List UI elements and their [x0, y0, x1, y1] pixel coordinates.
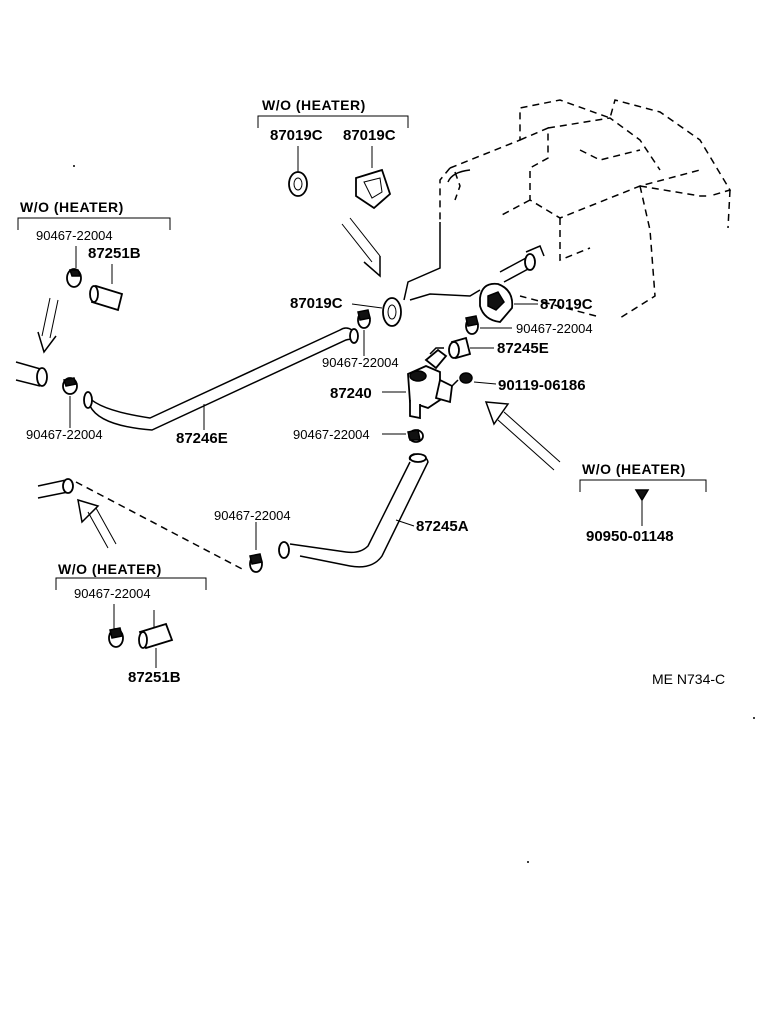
part-label-90467-5: 90467-22004 — [293, 427, 370, 442]
part-label-90467-3: 90467-22004 — [322, 355, 399, 370]
part-label-90119: 90119-06186 — [498, 377, 586, 394]
pipe-stub-lower-left — [37, 478, 74, 499]
screw-90119: 90119-06186 — [451, 372, 586, 394]
grommet-center: 87019C — [290, 295, 402, 327]
part-label-90467-4: 90467-22004 — [516, 321, 593, 336]
part-label-87251b-2: 87251B — [128, 669, 181, 686]
note-group-lower-left: W/O (HEATER) 90467-22004 87251B — [55, 561, 207, 686]
grommet-large-icon — [355, 168, 392, 210]
part-label-87245a: 87245A — [416, 518, 469, 535]
hose-clamp-87245a: 90467-22004 — [214, 508, 291, 573]
part-label-87245e: 87245E — [497, 340, 549, 357]
heater-note-label: W/O (HEATER) — [262, 97, 366, 113]
heater-note-label: W/O (HEATER) — [58, 561, 162, 577]
plug-icon — [634, 489, 650, 502]
hose-87246e: 87246E — [83, 327, 359, 447]
arrow-right — [484, 401, 561, 471]
part-label-87240: 87240 — [330, 385, 372, 402]
hose-clamp-right: 90467-22004 — [465, 315, 593, 336]
arrow-lower-left — [77, 498, 117, 549]
pipe-stub-left — [15, 361, 48, 387]
hose-87245e: 87245E — [448, 336, 549, 360]
part-label-90467-6: 90467-22004 — [214, 508, 291, 523]
part-label-87019c-a: 87019C — [270, 127, 323, 144]
water-valve-87240: 87240 — [330, 347, 453, 420]
arrow-left — [37, 297, 59, 354]
hose-87245a: 87245A — [278, 453, 469, 568]
note-group-right: W/O (HEATER) 90950-01148 — [579, 461, 707, 545]
part-label-87019c-c: 87019C — [290, 295, 343, 312]
hose-clamp-87246e-left: 90467-22004 — [26, 377, 103, 442]
note-group-top: W/O (HEATER) 87019C 87019C — [257, 97, 409, 210]
heater-unit-housing — [403, 99, 732, 319]
note-group-left: W/O (HEATER) 90467-22004 87251B — [17, 199, 171, 312]
part-label-90467-2: 90467-22004 — [26, 427, 103, 442]
drawing-code: ME N734-C — [652, 671, 725, 687]
part-label-87019c-b: 87019C — [343, 127, 396, 144]
part-label-87019c-d: 87019C — [540, 296, 593, 313]
hose-clamp-center: 90467-22004 — [322, 309, 399, 370]
grommet-icon — [288, 171, 308, 197]
part-label-90467-1: 90467-22004 — [36, 228, 113, 243]
dashed-connection — [75, 481, 245, 571]
hose-clamp-lower-center: 90467-22004 — [293, 427, 424, 443]
grommet-right: 87019C — [479, 282, 593, 323]
heater-note-label: W/O (HEATER) — [582, 461, 686, 477]
part-label-87246e: 87246E — [176, 430, 228, 447]
arrow-top — [341, 217, 381, 278]
part-label-87251b-1: 87251B — [88, 245, 141, 262]
part-label-90950: 90950-01148 — [586, 528, 674, 545]
part-label-90467-7: 90467-22004 — [74, 586, 151, 601]
heater-note-label: W/O (HEATER) — [20, 199, 124, 215]
